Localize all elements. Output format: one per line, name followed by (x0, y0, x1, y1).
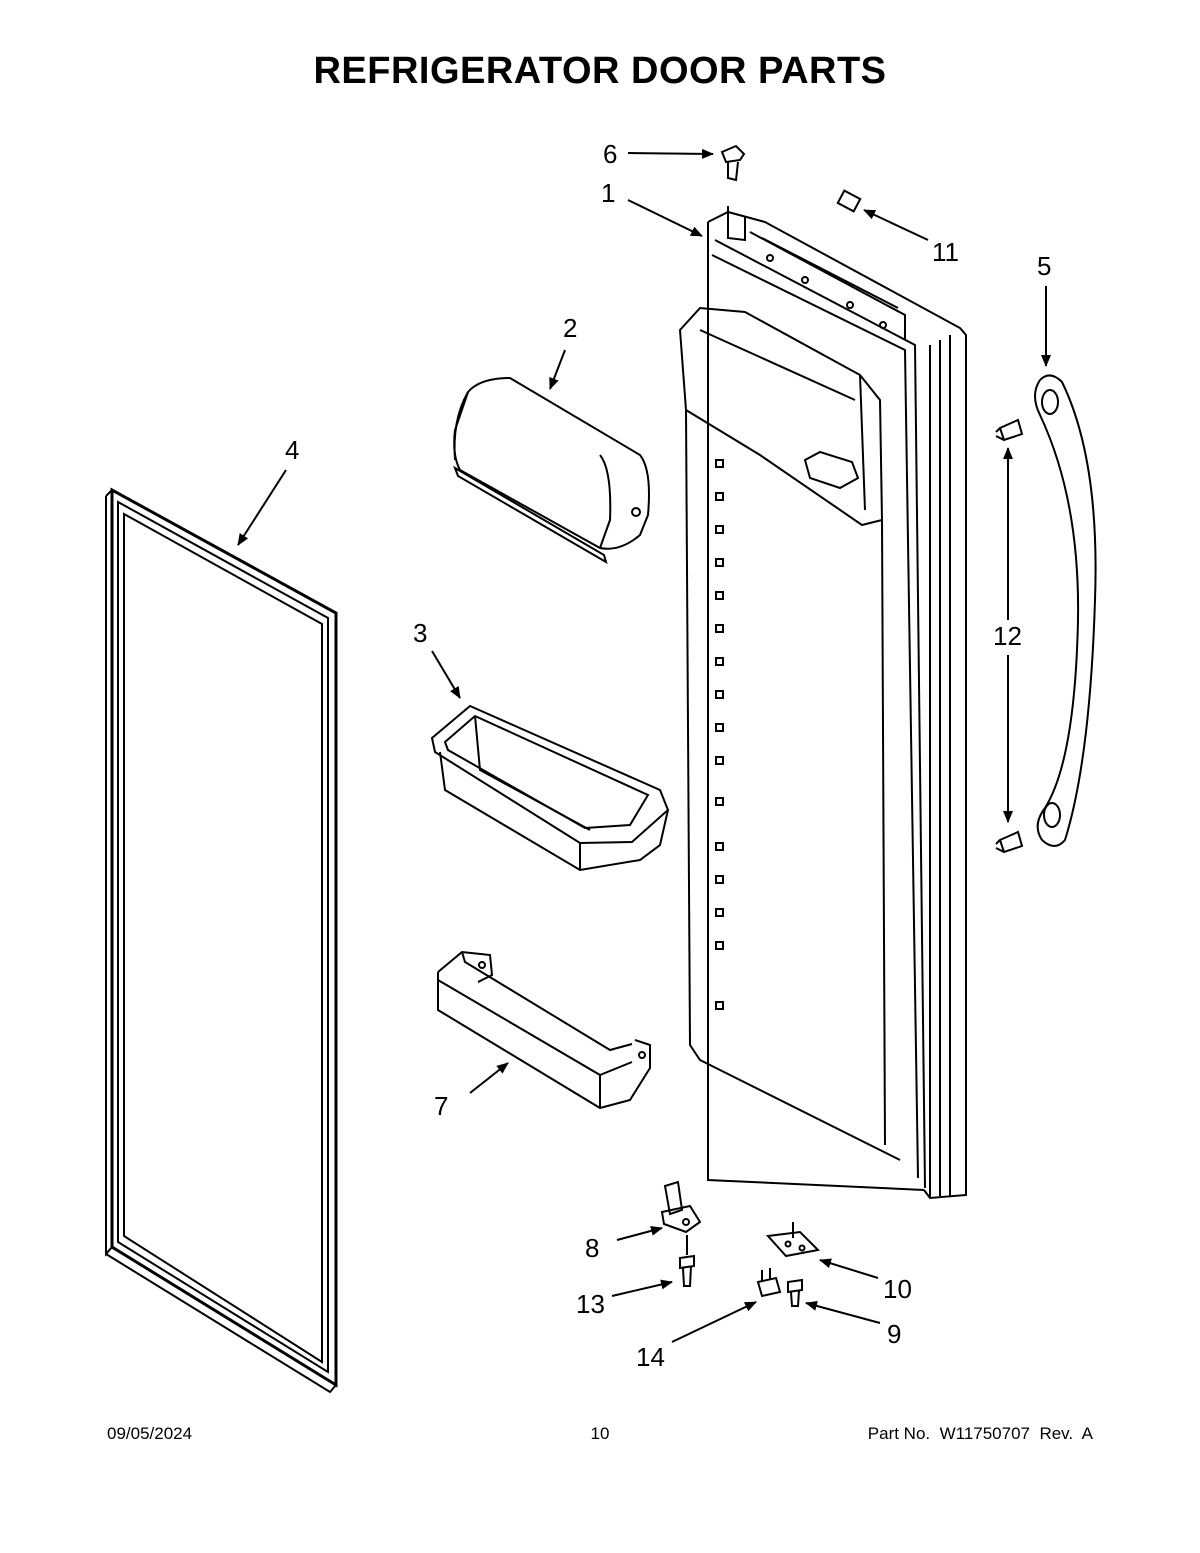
door-gasket-part (105, 487, 338, 1394)
door-handle-part (1034, 374, 1097, 847)
callout-7: 7 (434, 1091, 448, 1121)
handle-stud-part (995, 418, 1024, 854)
footer-date: 09/05/2024 (107, 1424, 193, 1443)
leader-arrows (237, 148, 1051, 1343)
screw-9-part (787, 1278, 803, 1307)
callout-3: 3 (413, 618, 427, 648)
callout-1: 1 (601, 178, 615, 208)
callout-8: 8 (585, 1233, 599, 1263)
shim-part (756, 1268, 782, 1298)
callout-labels: 1 2 3 4 5 6 7 8 9 10 11 12 13 14 (285, 139, 1051, 1372)
callout-12: 12 (993, 621, 1022, 651)
plug-part (836, 189, 862, 213)
callout-4: 4 (285, 435, 299, 465)
callout-9: 9 (887, 1319, 901, 1349)
door-shelf-rail-part (437, 950, 651, 1110)
page-title: REFRIGERATOR DOOR PARTS (313, 50, 887, 92)
door-bin-part (430, 704, 670, 872)
callout-10: 10 (883, 1274, 912, 1304)
door-liner-part (678, 206, 967, 1200)
footer-part-number: Part No. W11750707 Rev. A (867, 1424, 1093, 1443)
hinge-bushing-part (720, 144, 746, 182)
screw-13-part (679, 1235, 695, 1287)
callout-6: 6 (603, 139, 617, 169)
dairy-bin-part (453, 376, 650, 565)
lower-hinge-pin-part (660, 1180, 702, 1234)
callout-11: 11 (932, 237, 959, 267)
callout-13: 13 (576, 1289, 605, 1319)
callout-2: 2 (563, 313, 577, 343)
callout-5: 5 (1037, 251, 1051, 281)
footer-page-number: 10 (590, 1424, 610, 1443)
hinge-bracket-part (765, 1222, 821, 1258)
callout-14: 14 (636, 1342, 665, 1372)
shelf-clip-row (715, 459, 724, 1010)
